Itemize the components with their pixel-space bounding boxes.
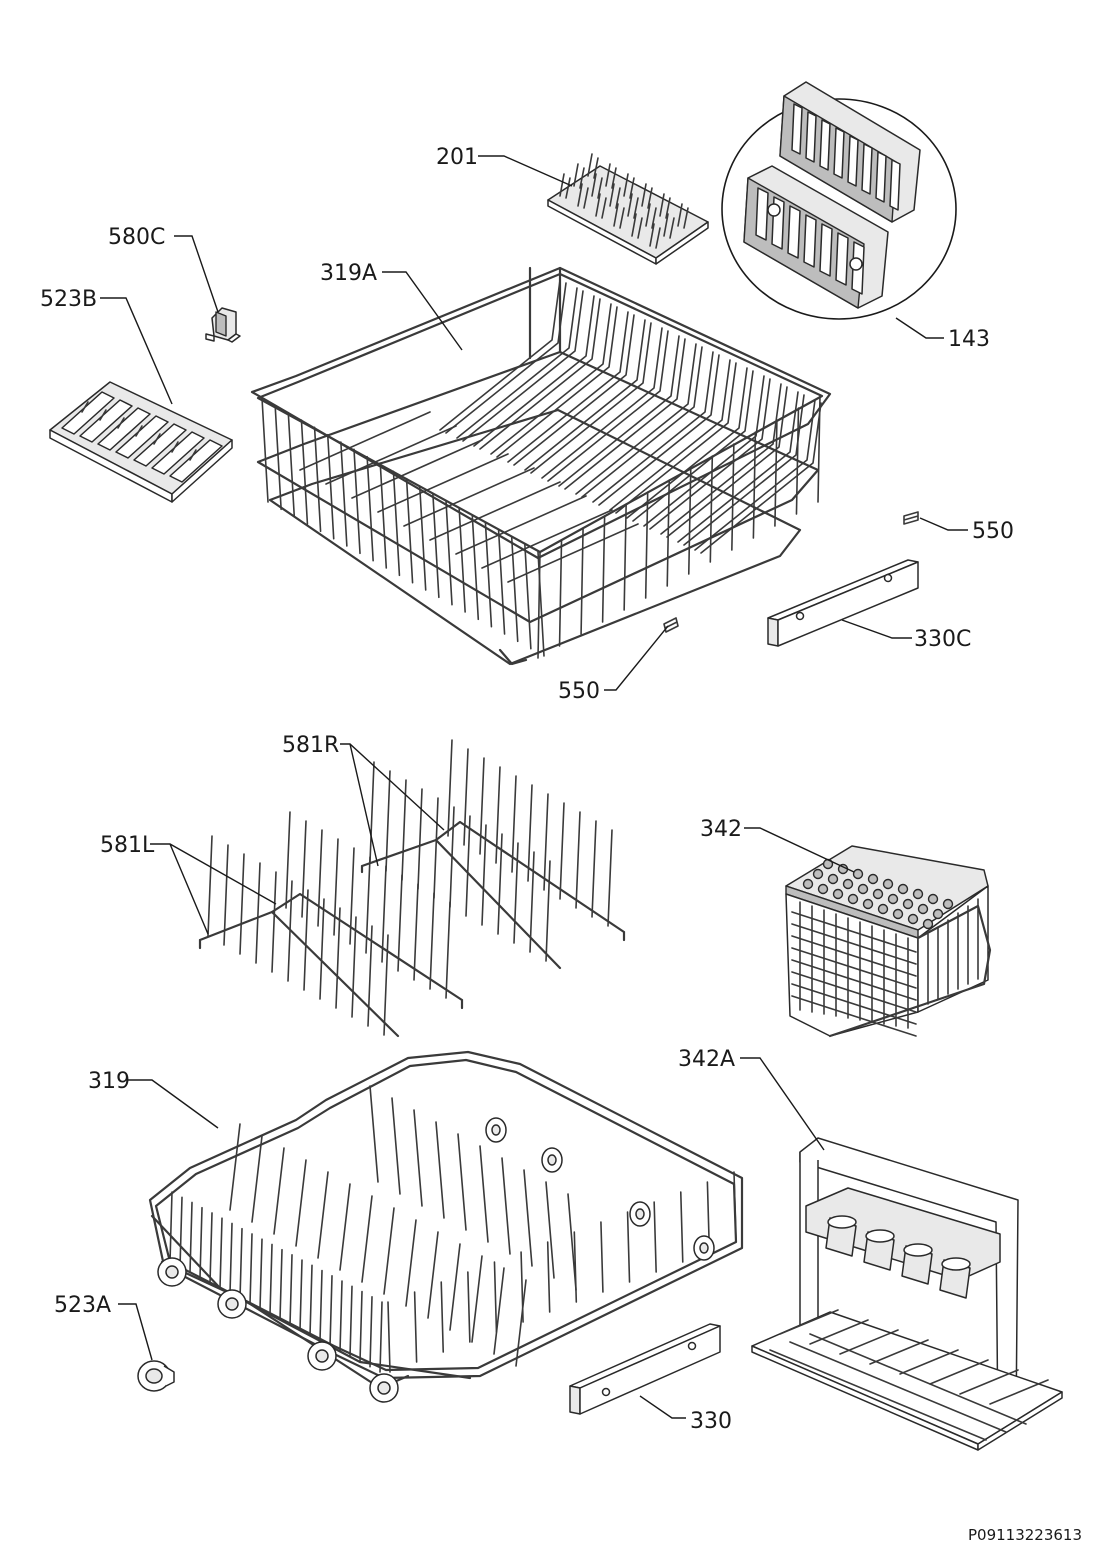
part-201-tine-rack — [547, 153, 709, 265]
label-523B: 523B — [40, 287, 97, 312]
label-342: 342 — [700, 817, 742, 842]
label-319: 319 — [88, 1069, 130, 1094]
label-580C: 580C — [108, 225, 165, 250]
part-550-spring-bottom — [663, 617, 679, 633]
label-201: 201 — [436, 145, 478, 170]
part-581R-fold-tines — [360, 739, 626, 970]
part-580C-clip — [205, 307, 241, 343]
part-550-spring-top — [903, 511, 919, 525]
part-319-lower-basket — [148, 1050, 744, 1403]
part-labels: 201 580C 319A 523B 143 550 330C 550 581R… — [40, 145, 1082, 1544]
drawing-code: P09113223613 — [968, 1526, 1082, 1544]
leader-lines — [100, 155, 968, 1419]
part-581L-fold-tines — [198, 811, 464, 1038]
part-143-detail-circle — [721, 81, 957, 320]
label-550-top: 550 — [972, 519, 1014, 544]
label-330C: 330C — [914, 627, 971, 652]
label-581R: 581R — [282, 733, 339, 758]
part-319A-upper-basket — [250, 266, 832, 666]
part-342A-folding-basket — [751, 1137, 1063, 1451]
label-342A: 342A — [678, 1047, 735, 1072]
part-523A-wheel — [137, 1360, 175, 1392]
label-581L: 581L — [100, 833, 155, 858]
part-330-bar — [569, 1323, 721, 1415]
part-523B-tine-insert — [49, 381, 233, 503]
label-523A: 523A — [54, 1293, 111, 1318]
part-342-cutlery-basket — [785, 845, 992, 1038]
label-330: 330 — [690, 1409, 732, 1434]
label-550-bottom: 550 — [558, 679, 600, 704]
label-143: 143 — [948, 327, 990, 352]
part-330C-bar — [767, 559, 919, 647]
label-319A: 319A — [320, 261, 377, 286]
